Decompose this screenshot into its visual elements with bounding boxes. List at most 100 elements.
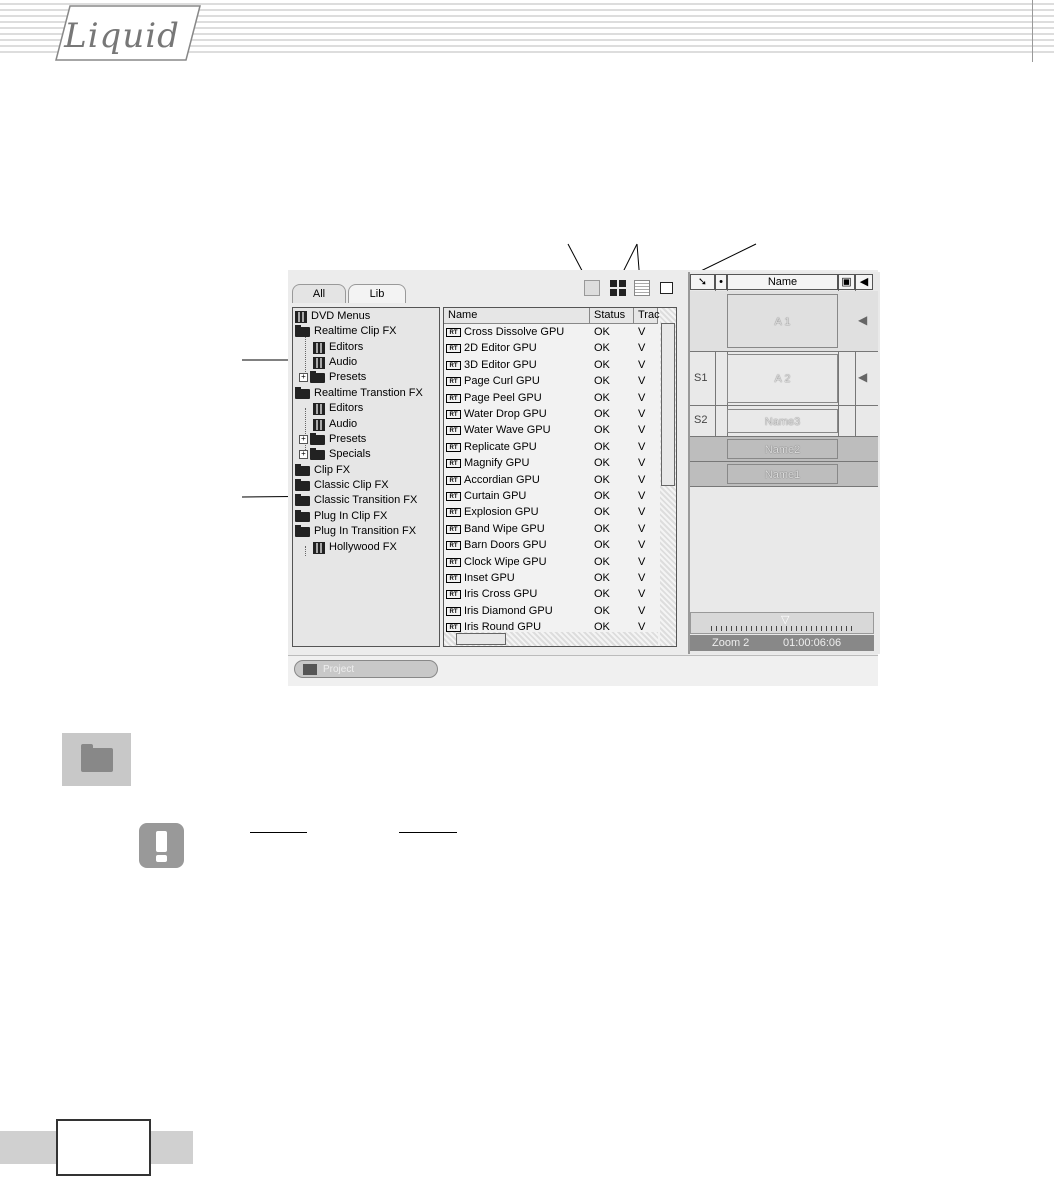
effect-name: Clock Wipe GPU bbox=[464, 555, 547, 568]
effect-name: Iris Round GPU bbox=[464, 621, 542, 634]
effect-status: OK bbox=[594, 506, 610, 519]
effect-name: Iris Diamond GPU bbox=[464, 604, 553, 617]
arrow-icon[interactable]: ➘ bbox=[690, 274, 715, 290]
tree-item[interactable]: Classic Transition FX bbox=[295, 493, 417, 508]
effect-status: OK bbox=[594, 457, 610, 470]
column-header-name[interactable]: Name bbox=[444, 308, 590, 323]
tree-item[interactable]: Audio bbox=[313, 355, 357, 370]
film-icon bbox=[295, 310, 307, 323]
effect-track: V bbox=[638, 473, 646, 486]
new-folder-icon[interactable] bbox=[584, 280, 600, 296]
icon-view-icon[interactable] bbox=[610, 280, 626, 296]
effect-status: OK bbox=[594, 424, 610, 437]
tree-item[interactable]: Editors bbox=[313, 340, 363, 355]
liquid-logo: Liquid bbox=[64, 16, 180, 56]
folder-icon bbox=[310, 370, 325, 383]
tree-item[interactable]: Realtime Transtion FX bbox=[295, 386, 423, 401]
effect-name: Explosion GPU bbox=[464, 506, 539, 519]
timeline-clip[interactable]: A 1 bbox=[727, 294, 838, 348]
tab-lib[interactable]: Lib bbox=[348, 284, 406, 303]
open-folder-icon bbox=[295, 324, 310, 337]
effect-status: OK bbox=[594, 555, 610, 568]
warning-icon bbox=[139, 823, 184, 868]
tab-all[interactable]: All bbox=[292, 284, 346, 303]
playhead-icon[interactable]: ▽ bbox=[781, 614, 790, 626]
tree-item[interactable]: Plug In Clip FX bbox=[295, 509, 387, 524]
realtime-badge-icon: RT bbox=[446, 623, 461, 633]
tree-item[interactable]: +Presets bbox=[299, 432, 366, 447]
realtime-badge-icon: RT bbox=[446, 410, 461, 419]
timeline-track[interactable]: Name2 bbox=[690, 437, 878, 462]
tree-item[interactable]: Clip FX bbox=[295, 463, 350, 478]
folder-icon bbox=[295, 463, 310, 476]
expand-icon[interactable]: + bbox=[299, 373, 308, 382]
tree-item[interactable]: DVD Menus bbox=[295, 309, 370, 324]
effect-track: V bbox=[638, 506, 646, 519]
tree-item[interactable]: Realtime Clip FX bbox=[295, 324, 397, 339]
tree-item[interactable]: Hollywood FX bbox=[313, 540, 397, 555]
timeline-track[interactable]: Name1 bbox=[690, 462, 878, 487]
vertical-scrollbar[interactable] bbox=[660, 308, 676, 646]
column-header-status[interactable]: Status bbox=[590, 308, 634, 323]
effect-track: V bbox=[638, 424, 646, 437]
expand-icon[interactable]: + bbox=[299, 450, 308, 459]
project-button[interactable]: Project bbox=[294, 660, 438, 678]
timeline-track[interactable]: S2 Name3 bbox=[690, 406, 878, 437]
effect-status: OK bbox=[594, 375, 610, 388]
timeline-clip[interactable]: Name1 bbox=[727, 464, 838, 484]
realtime-badge-icon: RT bbox=[446, 606, 461, 616]
tree-item[interactable]: Editors bbox=[313, 401, 363, 416]
timeline-clip[interactable]: A 2 bbox=[727, 354, 838, 403]
checkbox-icon[interactable] bbox=[660, 282, 673, 294]
monitor-icon[interactable]: ▣ bbox=[838, 274, 855, 290]
effect-status: OK bbox=[594, 588, 610, 601]
list-view-icon[interactable] bbox=[634, 280, 650, 296]
film-icon bbox=[313, 356, 325, 369]
project-icon bbox=[303, 664, 317, 675]
timeline-track[interactable]: A 1 ◀ bbox=[690, 291, 878, 352]
column-header-track[interactable]: Trac bbox=[634, 308, 660, 323]
timeline-panel: ➘ • Name ▣ ◀ A 1 ◀ S1 A 2 ◀ S2 Name3 Nam… bbox=[688, 272, 880, 654]
timeline-clip[interactable]: Name2 bbox=[727, 439, 838, 459]
tree-item[interactable]: Audio bbox=[313, 417, 357, 432]
realtime-badge-icon: RT bbox=[446, 377, 461, 387]
name-column-header[interactable]: Name bbox=[727, 274, 838, 290]
tree-item[interactable]: Plug In Transition FX bbox=[295, 524, 416, 539]
realtime-badge-icon: RT bbox=[446, 590, 461, 600]
expand-icon[interactable]: + bbox=[299, 435, 308, 444]
effect-track: V bbox=[638, 604, 646, 617]
speaker-icon[interactable]: ◀ bbox=[855, 274, 873, 290]
realtime-badge-icon: RT bbox=[446, 459, 461, 469]
scroll-thumb[interactable] bbox=[456, 633, 506, 645]
tree-item[interactable]: +Specials bbox=[299, 447, 371, 462]
realtime-badge-icon: RT bbox=[446, 393, 461, 403]
realtime-badge-icon: RT bbox=[446, 508, 461, 518]
timeline-clip[interactable]: Name3 bbox=[727, 409, 838, 433]
scroll-thumb[interactable] bbox=[661, 323, 675, 486]
tree-item[interactable]: +Presets bbox=[299, 370, 366, 385]
horizontal-scrollbar[interactable] bbox=[444, 632, 658, 646]
effect-name: Iris Cross GPU bbox=[464, 588, 538, 601]
timeline-track[interactable]: S1 A 2 ◀ bbox=[690, 352, 878, 406]
time-ruler[interactable]: ▽ bbox=[690, 612, 874, 634]
tree-item[interactable]: Classic Clip FX bbox=[295, 478, 389, 493]
